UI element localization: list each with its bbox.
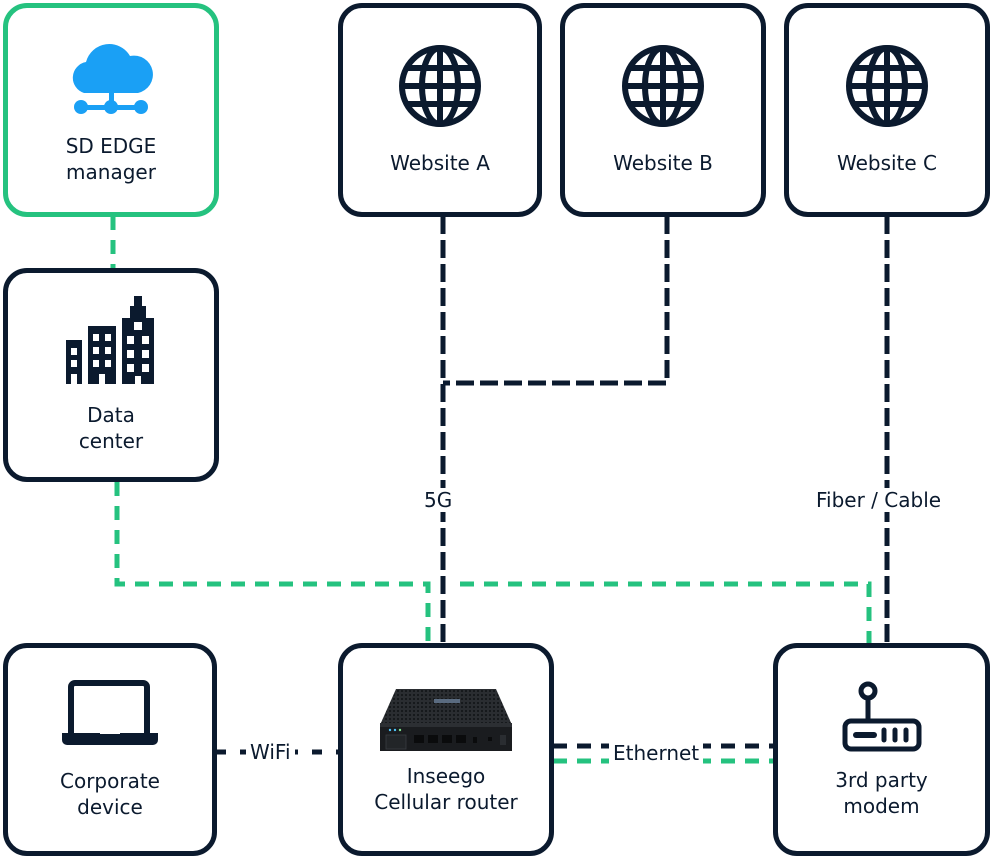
node-label-line1: Corporate (60, 768, 160, 793)
node-corporate-device[interactable]: Corporate device (3, 643, 217, 856)
edge-label-wifi: WiFi (246, 740, 295, 764)
router-device-image (380, 688, 512, 751)
cloud-network-icon (72, 44, 153, 114)
node-label: Website A (390, 151, 490, 175)
node-label-line1: Inseego (406, 763, 486, 788)
globe-icon (399, 45, 481, 127)
modem-icon (842, 681, 921, 751)
laptop-icon (62, 679, 158, 745)
node-website-b[interactable]: Website B (560, 3, 766, 217)
node-label-line2: manager (66, 160, 156, 184)
node-label: Website B (613, 151, 713, 175)
globe-icon (846, 45, 928, 127)
link-websiteb-junction (443, 216, 670, 386)
node-label-line1: Data (87, 403, 135, 427)
buildings-icon (66, 296, 154, 384)
node-cellular-router[interactable]: Inseego Cellular router (338, 643, 554, 856)
node-website-c[interactable]: Website C (784, 3, 990, 217)
globe-icon (622, 45, 704, 127)
node-label-line1: 3rd party (835, 767, 928, 792)
node-data-center[interactable]: Data center (3, 268, 219, 482)
node-label-line2: modem (843, 793, 920, 818)
node-label-line2: center (78, 429, 144, 453)
node-third-party-modem[interactable]: 3rd party modem (773, 643, 990, 856)
node-website-a[interactable]: Website A (338, 3, 542, 217)
node-label-line1: SD EDGE (65, 134, 157, 158)
edge-label-fiber-cable: Fiber / Cable (812, 488, 946, 512)
edge-label-5g: 5G (420, 488, 457, 512)
node-sd-edge-manager[interactable]: SD EDGE manager (3, 3, 219, 217)
node-label-line2: Cellular router (374, 789, 518, 814)
link-datacenter-router (114, 482, 431, 644)
edge-label-ethernet: Ethernet (609, 741, 704, 765)
link-router-modem-overlay (460, 581, 872, 644)
node-label: Website C (836, 151, 938, 175)
node-label-line2: device (77, 794, 143, 819)
